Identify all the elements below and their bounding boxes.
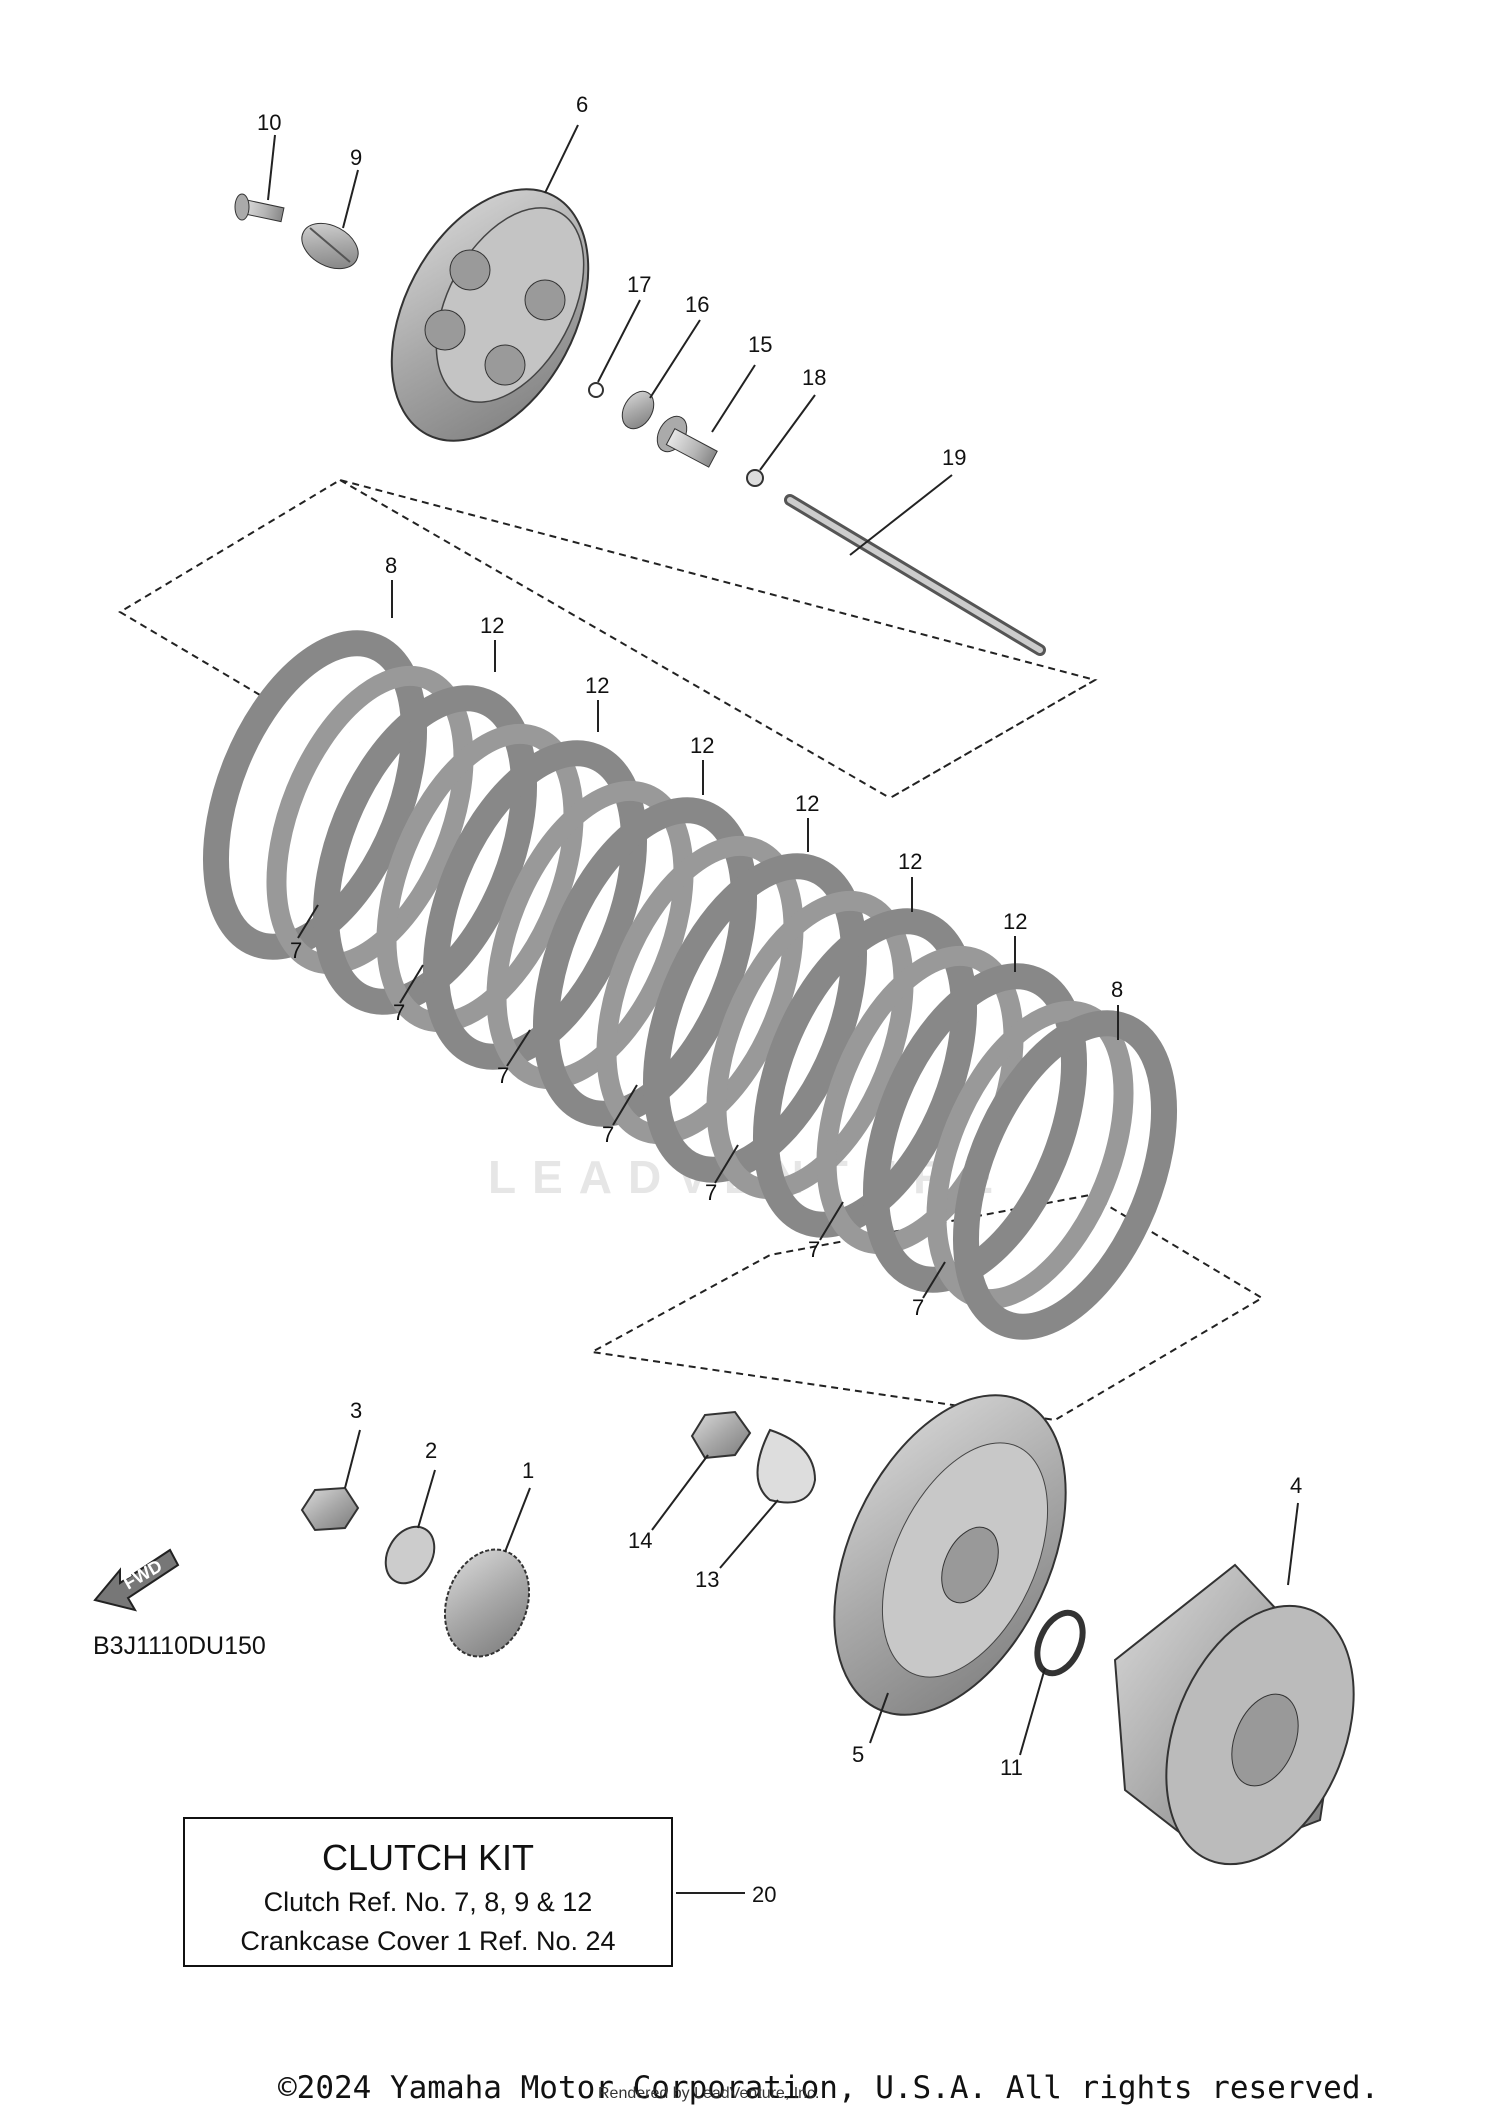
clutch-plate bbox=[706, 890, 914, 1200]
callout-12: 12 bbox=[898, 849, 922, 874]
friction-plate bbox=[532, 797, 758, 1127]
thrust-washer bbox=[1034, 1609, 1086, 1677]
circlip bbox=[588, 382, 604, 398]
assembly-outline-upper bbox=[118, 478, 1098, 799]
callout-5: 5 bbox=[852, 1742, 864, 1767]
callout-4: 4 bbox=[1290, 1473, 1302, 1498]
assembly-outline-lower bbox=[588, 1194, 1264, 1422]
callout-13: 13 bbox=[695, 1567, 719, 1592]
callout-8: 8 bbox=[385, 553, 397, 578]
gear bbox=[443, 1548, 531, 1658]
callout-20: 20 bbox=[752, 1882, 776, 1907]
nut bbox=[300, 1486, 360, 1532]
clutch-boss bbox=[833, 1394, 1067, 1716]
callout-14: 14 bbox=[628, 1528, 652, 1553]
fwd-arrow-icon: FWD bbox=[93, 1548, 180, 1612]
friction-plate bbox=[752, 908, 978, 1238]
copyright: ©2024 Yamaha Motor Corporation, U.S.A. A… bbox=[278, 2070, 1380, 2106]
callout-3: 3 bbox=[350, 1398, 362, 1423]
callout-15: 15 bbox=[748, 332, 772, 357]
callout-17: 17 bbox=[627, 272, 651, 297]
callout-7: 7 bbox=[808, 1237, 820, 1262]
callout-12: 12 bbox=[690, 733, 714, 758]
callout-16: 16 bbox=[685, 292, 709, 317]
callout-12: 12 bbox=[585, 673, 609, 698]
callout-2: 2 bbox=[425, 1438, 437, 1463]
callout-7: 7 bbox=[705, 1180, 717, 1205]
callout-7: 7 bbox=[912, 1295, 924, 1320]
callout-7: 7 bbox=[497, 1063, 509, 1088]
callout-1: 1 bbox=[522, 1458, 534, 1483]
friction-plate bbox=[312, 685, 538, 1015]
rendered-by: Rendered by LeadVenture, Inc. bbox=[598, 2085, 820, 2102]
callout-11: 11 bbox=[1000, 1755, 1023, 1780]
washer bbox=[384, 1525, 436, 1585]
lock-washer bbox=[756, 1428, 817, 1504]
clutch-kit-line-1: Clutch Ref. No. 7, 8, 9 & 12 bbox=[263, 1887, 593, 1917]
ball bbox=[746, 469, 764, 487]
bolt bbox=[234, 193, 285, 223]
callout-10: 10 bbox=[257, 110, 281, 135]
callout-6: 6 bbox=[576, 92, 588, 117]
friction-plate bbox=[422, 740, 648, 1070]
callout-18: 18 bbox=[802, 365, 826, 390]
clutch-plate-stack bbox=[202, 630, 1178, 1340]
primary-driven-gear bbox=[1113, 1563, 1355, 1866]
callout-7: 7 bbox=[393, 1000, 405, 1025]
push-rod bbox=[784, 494, 1046, 656]
callout-9: 9 bbox=[350, 145, 362, 170]
clutch-plate bbox=[376, 723, 584, 1033]
callouts: 10 9 6 17 16 15 18 19 8 8 12 12 12 12 12… bbox=[257, 92, 1302, 1907]
clutch-kit-title: CLUTCH KIT bbox=[321, 1837, 534, 1878]
pressure-plate bbox=[390, 188, 590, 442]
callout-8: 8 bbox=[1111, 977, 1123, 1002]
bearing bbox=[621, 390, 655, 430]
push-rod-piece bbox=[656, 415, 718, 468]
clutch-plate bbox=[486, 780, 694, 1090]
callout-12: 12 bbox=[480, 613, 504, 638]
clutch-kit-line-2: Crankcase Cover 1 Ref. No. 24 bbox=[240, 1926, 616, 1956]
callout-12: 12 bbox=[1003, 909, 1027, 934]
callout-19: 19 bbox=[942, 445, 966, 470]
friction-plate bbox=[862, 963, 1088, 1293]
nut-large bbox=[690, 1410, 752, 1460]
callout-7: 7 bbox=[290, 938, 302, 963]
leader-lines bbox=[267, 124, 1299, 1894]
friction-plate bbox=[642, 853, 868, 1183]
clutch-kit-box: CLUTCH KIT Clutch Ref. No. 7, 8, 9 & 12 … bbox=[183, 1817, 673, 1967]
callout-12: 12 bbox=[795, 791, 819, 816]
friction-plate bbox=[952, 1010, 1178, 1340]
clutch-plate bbox=[266, 665, 474, 975]
diagram-code: B3J1110DU150 bbox=[93, 1632, 266, 1660]
spring bbox=[301, 222, 359, 270]
clutch-plate bbox=[596, 835, 804, 1145]
friction-plate bbox=[202, 630, 428, 960]
callout-7: 7 bbox=[602, 1122, 614, 1147]
